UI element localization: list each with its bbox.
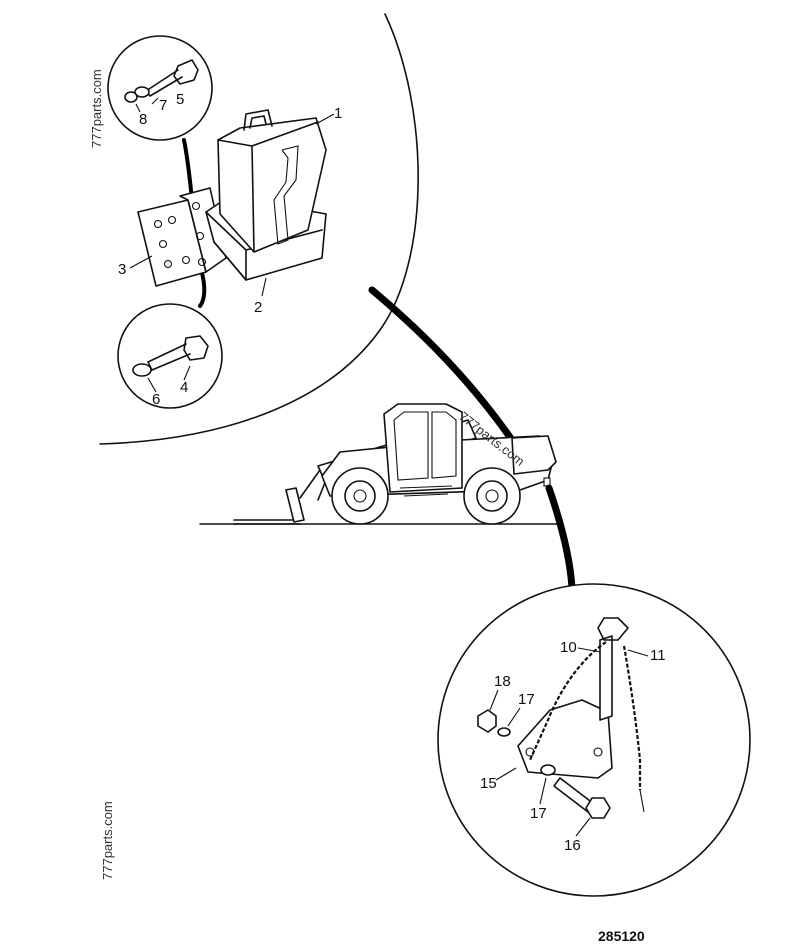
callout-2: 2 <box>254 299 262 316</box>
washer-icon <box>497 727 511 737</box>
chain <box>622 645 642 790</box>
bolt-icon <box>147 335 209 371</box>
telehandler-vehicle <box>199 403 561 525</box>
callout-8: 8 <box>139 111 147 128</box>
washer-icon <box>132 363 152 377</box>
bolt-bubble-bottom: 4 6 <box>117 303 223 409</box>
callout-5: 5 <box>176 91 184 108</box>
mounting-plate <box>137 187 227 287</box>
washer-icon <box>540 764 556 776</box>
bolt-icon <box>553 777 611 819</box>
watermark-bottom-left: 777parts.com <box>100 801 115 880</box>
chain <box>528 641 607 761</box>
callout-11: 11 <box>650 647 666 664</box>
washer-icon <box>134 86 150 98</box>
callout-18: 18 <box>494 673 511 690</box>
callout-6: 6 <box>152 391 160 408</box>
leader-top <box>368 286 516 444</box>
nut-icon <box>477 709 497 733</box>
bolt-icon <box>145 59 199 97</box>
callout-7: 7 <box>159 97 167 114</box>
callout-16: 16 <box>564 837 581 854</box>
callout-17-lower: 17 <box>530 805 547 822</box>
callout-10: 10 <box>560 639 577 656</box>
callout-17-upper: 17 <box>518 691 535 708</box>
callout-4: 4 <box>180 379 188 396</box>
watermark-top-left: 777parts.com <box>89 69 104 148</box>
callout-3: 3 <box>118 261 126 278</box>
callout-15: 15 <box>480 775 497 792</box>
detail-circle-top <box>99 13 419 445</box>
leader-bottom <box>545 484 576 592</box>
lynch-pin <box>597 617 629 721</box>
drawing-number: 285120 <box>598 928 645 944</box>
leader-bubble-top <box>182 138 194 202</box>
wheel-chock <box>217 109 327 253</box>
washer-icon <box>124 91 138 103</box>
bolt-bubble-top: 5 7 8 <box>107 35 213 141</box>
callout-1: 1 <box>334 105 342 122</box>
